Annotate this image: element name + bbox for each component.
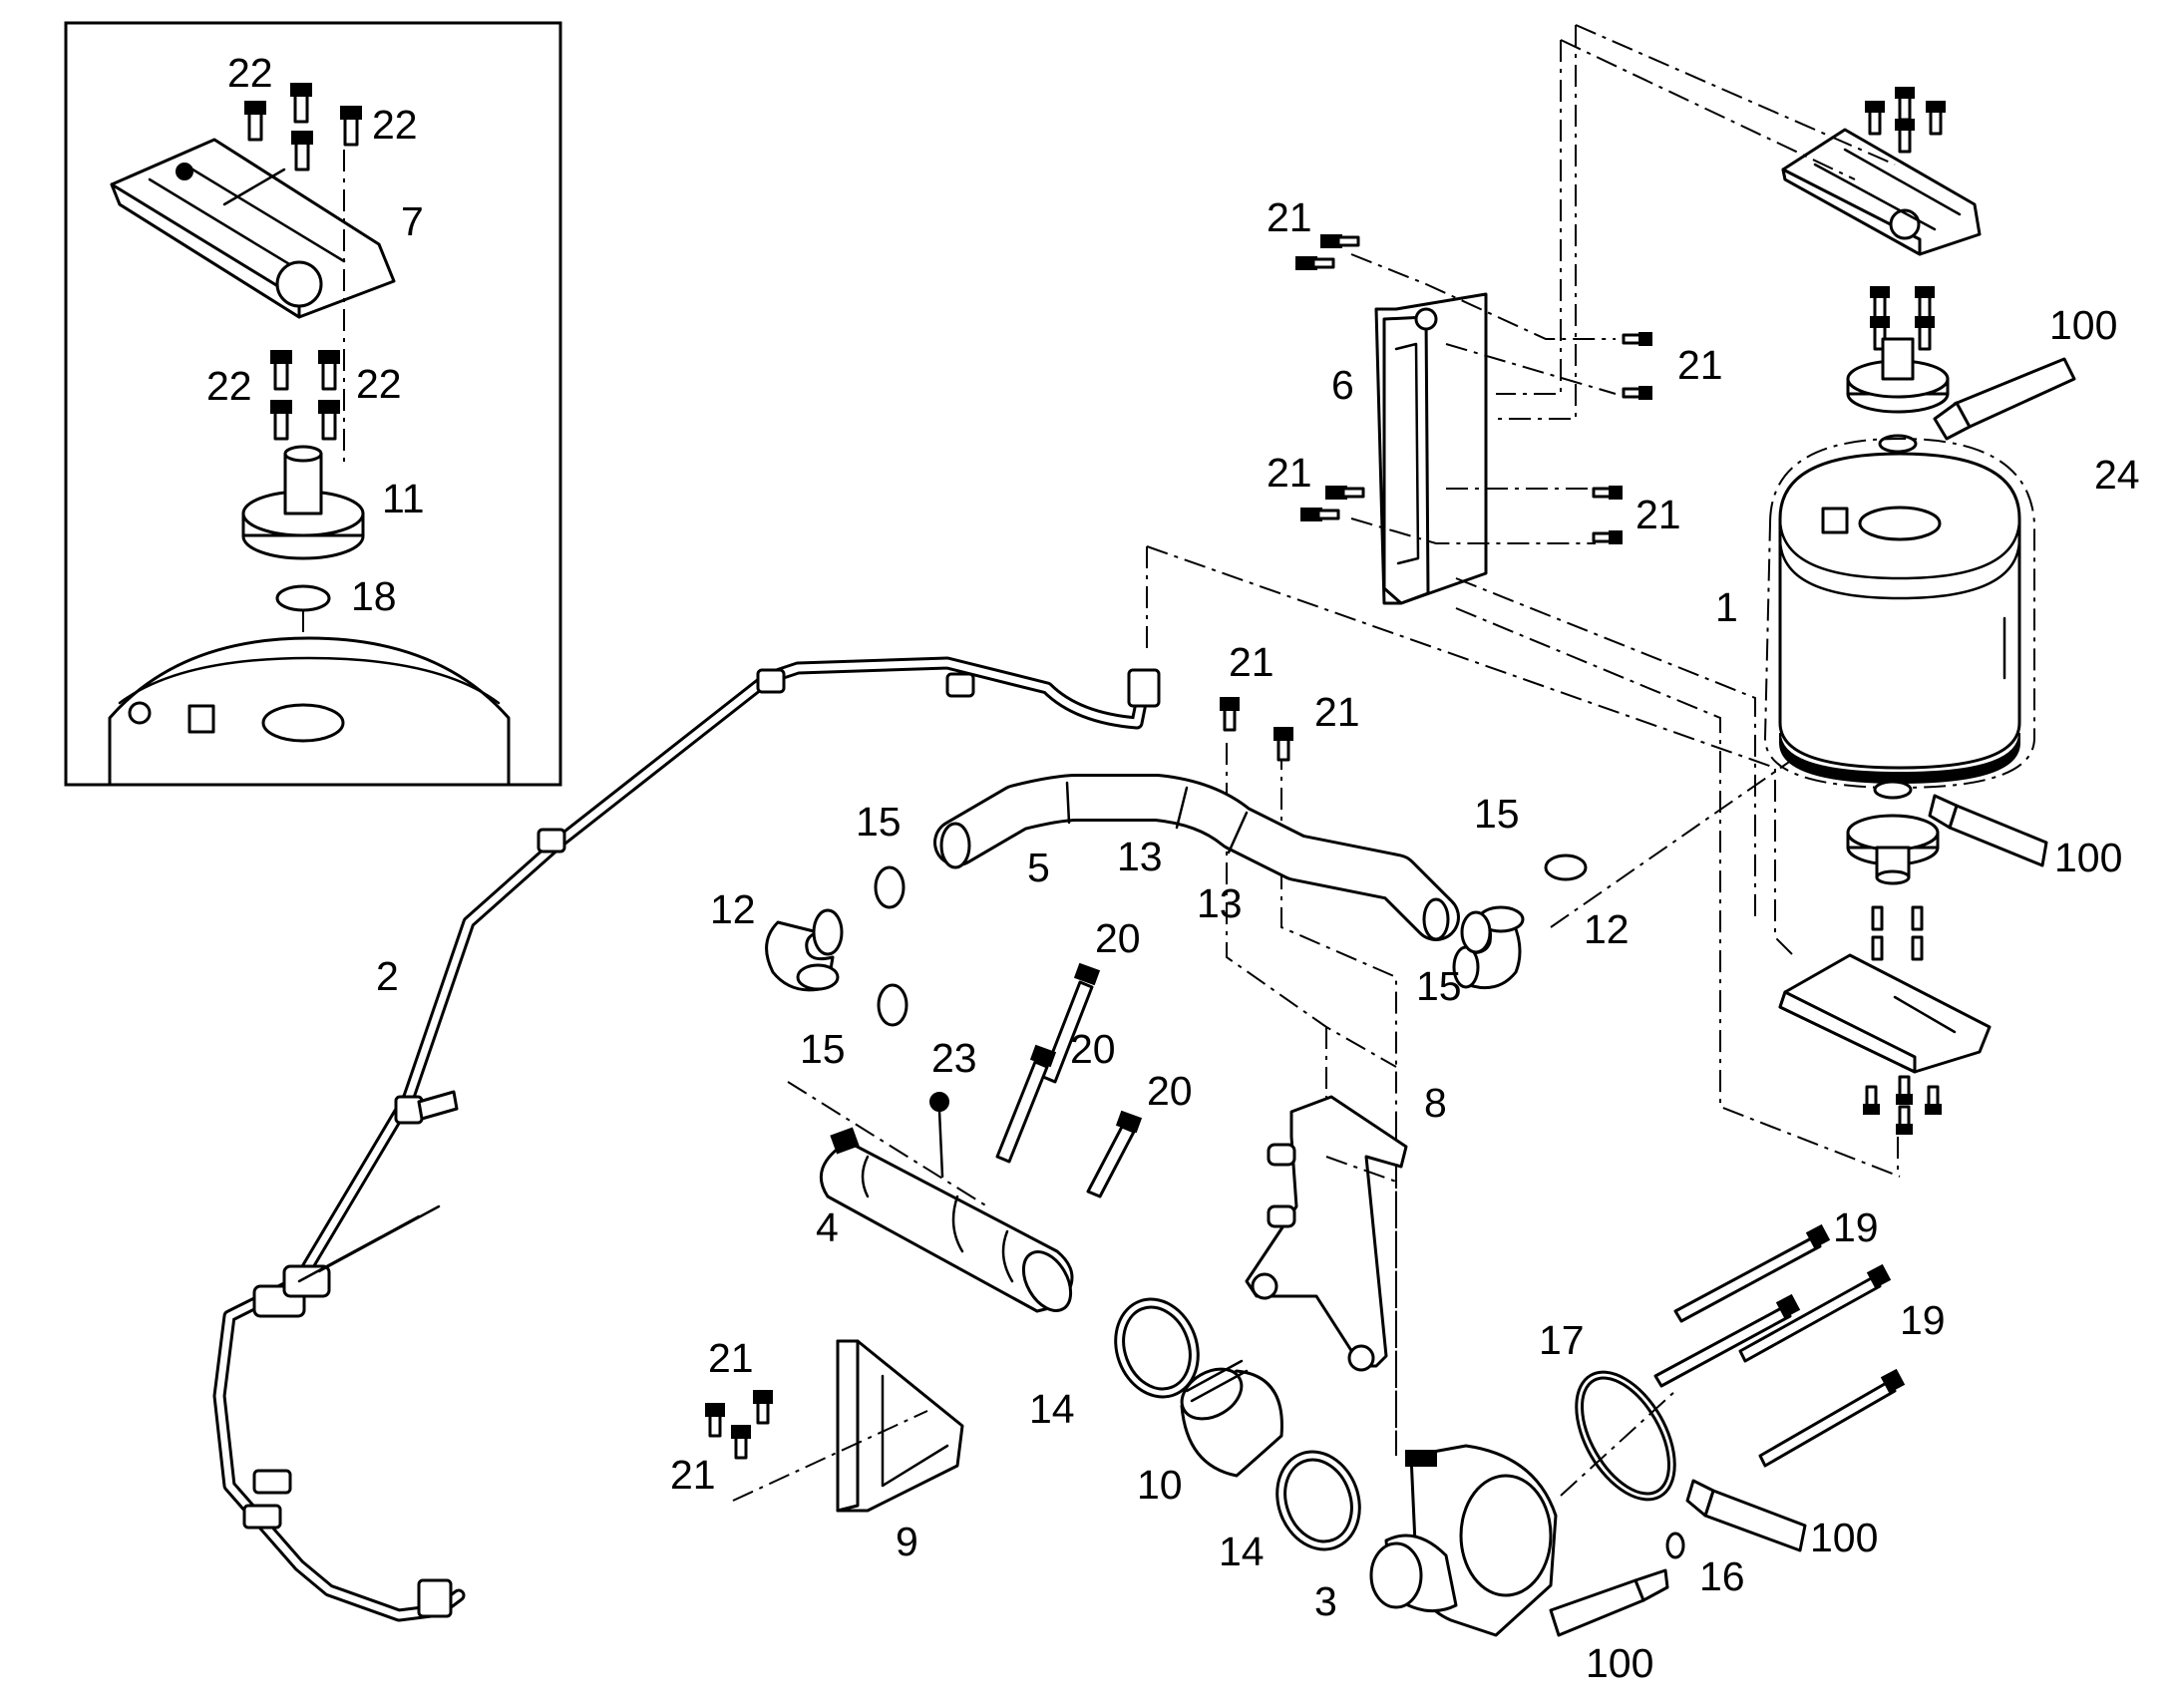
lower-bracket-screws <box>1863 905 1942 1135</box>
callout-21-b: 21 <box>1677 342 1723 388</box>
callout-15-d: 15 <box>1416 963 1462 1009</box>
callout-100-a: 100 <box>2049 302 2117 348</box>
lower-flange <box>1846 780 1940 885</box>
upper-flange <box>1846 337 1950 454</box>
mounting-bracket-9 <box>836 1339 964 1513</box>
callout-1: 1 <box>1715 584 1738 630</box>
callout-15-a: 15 <box>856 799 902 845</box>
inset-o-ring <box>275 584 331 612</box>
valve-housing <box>1369 1444 1558 1637</box>
callout-21-d: 21 <box>1635 492 1681 537</box>
callout-19-lower: 19 <box>1900 1297 1946 1343</box>
callout-4: 4 <box>816 1204 839 1250</box>
callout-21-f: 21 <box>1314 689 1360 735</box>
callout-7: 7 <box>401 198 424 244</box>
callout-15-b: 15 <box>800 1026 846 1072</box>
callout-8: 8 <box>1424 1080 1447 1126</box>
callout-2: 2 <box>376 953 399 999</box>
callout-22-c: 22 <box>206 363 252 409</box>
callout-24: 24 <box>2094 452 2140 498</box>
tank-24-outline <box>1763 437 2035 790</box>
callout-labels: 1 2 3 4 5 6 7 8 9 10 11 12 12 13 13 14 1… <box>206 50 2140 1686</box>
callout-22-b: 22 <box>372 102 418 148</box>
callout-23: 23 <box>931 1035 977 1081</box>
filter-canister <box>819 1092 1074 1313</box>
sealant-tube-bottom-right <box>1685 1479 1807 1552</box>
callout-14-lower: 14 <box>1219 1529 1265 1574</box>
detail-inset <box>64 21 562 787</box>
callout-16: 16 <box>1699 1553 1745 1599</box>
callout-20-middle: 20 <box>1070 1026 1116 1072</box>
callout-12-right: 12 <box>1584 906 1630 952</box>
sealant-tube-lower <box>1928 794 2048 867</box>
callout-11: 11 <box>382 476 425 521</box>
elbow-left <box>765 908 844 992</box>
callout-12-left: 12 <box>710 886 756 932</box>
bolts-20 <box>995 962 1143 1198</box>
callout-22-d: 22 <box>356 361 402 407</box>
sealant-tube-upper <box>1933 357 2076 441</box>
tank-assembly <box>1763 87 2076 1177</box>
callout-9: 9 <box>896 1519 918 1564</box>
callout-6: 6 <box>1331 362 1354 408</box>
clamp-14-lower <box>1275 1450 1361 1551</box>
callout-22-a: 22 <box>227 50 273 96</box>
callout-21-e: 21 <box>1229 639 1274 685</box>
callout-100-d: 100 <box>1586 1640 1653 1686</box>
air-tank <box>1778 452 2021 785</box>
callout-21-a: 21 <box>1267 194 1312 240</box>
mounting-bracket-8 <box>1245 1095 1408 1372</box>
bracket-6-screws <box>1295 234 1652 544</box>
callout-19-upper: 19 <box>1833 1204 1879 1250</box>
callout-20-lower: 20 <box>1147 1068 1193 1114</box>
callout-3: 3 <box>1314 1578 1337 1624</box>
bolts-19 <box>1653 1223 1906 1468</box>
upper-bracket-screws <box>1865 87 1946 351</box>
hose-screws-21 <box>1220 697 1293 762</box>
callout-5: 5 <box>1027 845 1050 890</box>
mounting-bracket-6 <box>1374 292 1488 605</box>
hose-clamps-15 <box>874 854 1588 1027</box>
callout-18: 18 <box>351 573 397 619</box>
inset-screws-bottom <box>270 350 340 441</box>
inset-mounting-bracket <box>110 138 396 319</box>
inset-tank-top <box>108 636 511 787</box>
callout-100-c: 100 <box>1810 1515 1878 1560</box>
callout-13-upper: 13 <box>1117 834 1163 879</box>
callout-17: 17 <box>1539 1317 1585 1363</box>
hose-assembly <box>933 774 1460 941</box>
callout-20-upper: 20 <box>1095 915 1141 961</box>
callout-15-c: 15 <box>1474 791 1520 837</box>
assembly-centerlines <box>1146 24 1901 1456</box>
callout-21-h: 21 <box>670 1452 716 1498</box>
callout-100-b: 100 <box>2054 835 2122 880</box>
inset-flange <box>241 445 365 560</box>
seal-16 <box>1665 1532 1685 1559</box>
callout-13-lower: 13 <box>1197 880 1243 926</box>
coupling-10 <box>1180 1359 1283 1478</box>
callout-10: 10 <box>1137 1462 1183 1508</box>
clamp-14-upper <box>1114 1297 1200 1399</box>
callout-14-upper: 14 <box>1029 1386 1075 1432</box>
callout-21-g: 21 <box>708 1335 754 1381</box>
bracket-9-screws <box>705 1390 773 1460</box>
sealant-tube-bottom-left <box>1549 1568 1669 1637</box>
callout-21-c: 21 <box>1267 450 1312 496</box>
inset-screws-top <box>244 83 362 171</box>
upper-bracket <box>1781 128 1982 256</box>
lower-bracket <box>1778 953 1992 1074</box>
air-line-pipe <box>212 656 1161 1622</box>
